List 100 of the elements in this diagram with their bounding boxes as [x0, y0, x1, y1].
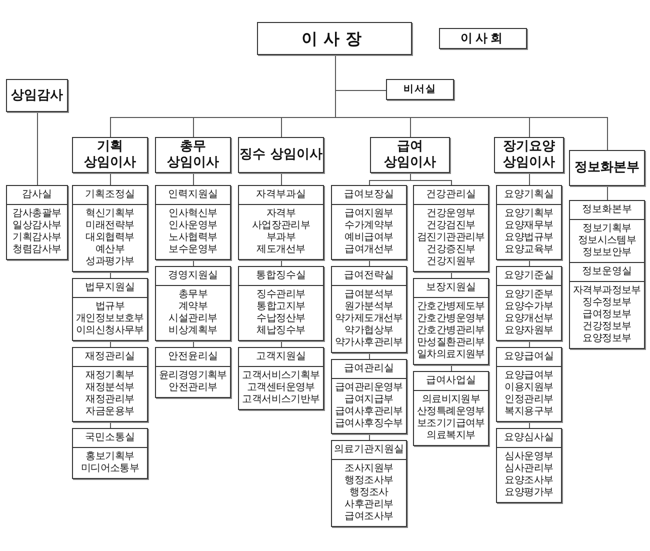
office-name: 통합징수실 — [239, 267, 323, 286]
department-name: 미디어소통부 — [80, 463, 140, 475]
department-name: 제도개선부 — [256, 244, 306, 256]
department-name: 자금운용부 — [84, 406, 136, 418]
unit-title: 징수 상임이사 — [240, 147, 322, 163]
department-name: 약가협상부 — [344, 325, 394, 337]
org-unit-box — [386, 79, 454, 100]
department-name: 징수관리부 — [256, 289, 306, 301]
office-name: 재정관리실 — [73, 348, 147, 367]
office-name: 정보운영실 — [570, 263, 644, 282]
department-name: 일상감사부 — [12, 220, 62, 232]
department-name: 예산부 — [94, 244, 126, 256]
department-name: 복지용구부 — [504, 406, 554, 418]
org-unit-box — [6, 79, 68, 112]
office-box — [413, 278, 489, 365]
office-name: 급여보장실 — [332, 186, 406, 205]
department-name: 윤리경영기획부 — [158, 370, 228, 382]
department-name: 급여지원부 — [344, 208, 394, 220]
department-name: 요양재무부 — [504, 220, 554, 232]
department-name: 원가분석부 — [344, 301, 394, 313]
department-name: 계약부 — [177, 301, 209, 313]
department-name: 만성질환관리부 — [416, 337, 486, 349]
department-name: 고객서비스기획부 — [241, 370, 321, 382]
department-name: 급여관리운영부 — [334, 382, 404, 394]
office-box — [413, 371, 489, 446]
department-name: 사업장관리부 — [250, 220, 312, 232]
department-name: 대외협력부 — [84, 232, 136, 244]
department-name: 약가제도개선부 — [334, 313, 404, 325]
office-name: 급여관리실 — [332, 360, 406, 379]
department-name: 요양급여부 — [504, 370, 554, 382]
department-name: 수가계약부 — [344, 220, 394, 232]
connector-line — [607, 186, 608, 200]
office-box — [569, 262, 645, 349]
department-name: 총무부 — [177, 289, 209, 301]
connector-line — [193, 172, 194, 186]
office-name: 안전윤리실 — [156, 348, 230, 367]
department-name: 요양평가부 — [504, 487, 554, 499]
department-name: 급여정보부 — [582, 309, 632, 321]
office-name: 감사실 — [7, 186, 67, 205]
office-name: 자격부과실 — [239, 186, 323, 205]
unit-title: 비서실 — [404, 84, 436, 96]
department-name: 행정조사부 — [344, 475, 394, 487]
connector-line — [37, 112, 38, 186]
office-name: 정보화본부 — [570, 201, 644, 220]
department-name: 홍보기획부 — [84, 451, 136, 463]
office-name: 보장지원실 — [414, 279, 488, 298]
org-unit-box — [238, 137, 324, 173]
department-name: 산정특례운영부 — [416, 406, 486, 418]
office-box — [496, 428, 562, 503]
unit-title: 장기요양 상임이사 — [502, 139, 556, 171]
department-name: 급여조사부 — [344, 511, 394, 523]
department-name: 재정관리부 — [84, 394, 136, 406]
office-name: 요양급여실 — [497, 348, 561, 367]
office-name: 의료기관지원실 — [332, 441, 406, 460]
department-name: 건강정보부 — [582, 321, 632, 333]
connector-line — [281, 172, 282, 186]
office-name: 기획조정실 — [73, 186, 147, 205]
office-box — [72, 278, 148, 341]
unit-title: 상임감사 — [11, 88, 63, 104]
department-name: 건강운영부 — [426, 208, 476, 220]
department-name: 개인정보보호부 — [75, 313, 145, 325]
department-name: 건강지원부 — [426, 256, 476, 268]
office-box — [72, 185, 148, 272]
department-name: 이용지원부 — [504, 382, 554, 394]
department-name: 법규부 — [94, 301, 126, 313]
office-name: 요양기준실 — [497, 267, 561, 286]
department-name: 이의신청사무부 — [75, 325, 145, 337]
department-name: 간호간병관리부 — [416, 325, 486, 337]
department-name: 요양법규부 — [504, 232, 554, 244]
connector-line — [410, 172, 452, 186]
department-name: 의료비지원부 — [420, 394, 482, 406]
department-name: 예비급여부 — [344, 232, 394, 244]
department-name: 행정조사 — [348, 487, 390, 499]
connector-line — [529, 172, 530, 186]
department-name: 건강검진부 — [426, 220, 476, 232]
department-name: 요양자원부 — [504, 325, 554, 337]
department-name: 급여사후징수부 — [334, 418, 404, 430]
office-box — [569, 200, 645, 263]
office-box — [331, 359, 407, 434]
office-box — [238, 347, 324, 410]
department-name: 급여사후관리부 — [334, 406, 404, 418]
department-name: 고객서비스기반부 — [241, 394, 321, 406]
office-box — [496, 266, 562, 341]
office-name: 법무지원실 — [73, 279, 147, 298]
department-name: 혁신기획부 — [84, 208, 136, 220]
office-name: 국민소통실 — [73, 429, 147, 448]
office-name: 인력지원실 — [156, 186, 230, 205]
department-name: 보수운영부 — [168, 244, 218, 256]
department-name: 정보시스템부 — [576, 235, 638, 247]
department-name: 성과평가부 — [84, 256, 136, 268]
office-box — [496, 185, 562, 260]
department-name: 심사관리부 — [504, 463, 554, 475]
office-box — [155, 266, 231, 341]
office-box — [72, 428, 148, 479]
department-name: 부과부 — [265, 232, 297, 244]
office-name: 경영지원실 — [156, 267, 230, 286]
org-unit-box — [569, 150, 645, 186]
office-name: 건강관리실 — [414, 186, 488, 205]
office-name: 고객지원실 — [239, 348, 323, 367]
department-name: 간호간병운영부 — [416, 313, 486, 325]
